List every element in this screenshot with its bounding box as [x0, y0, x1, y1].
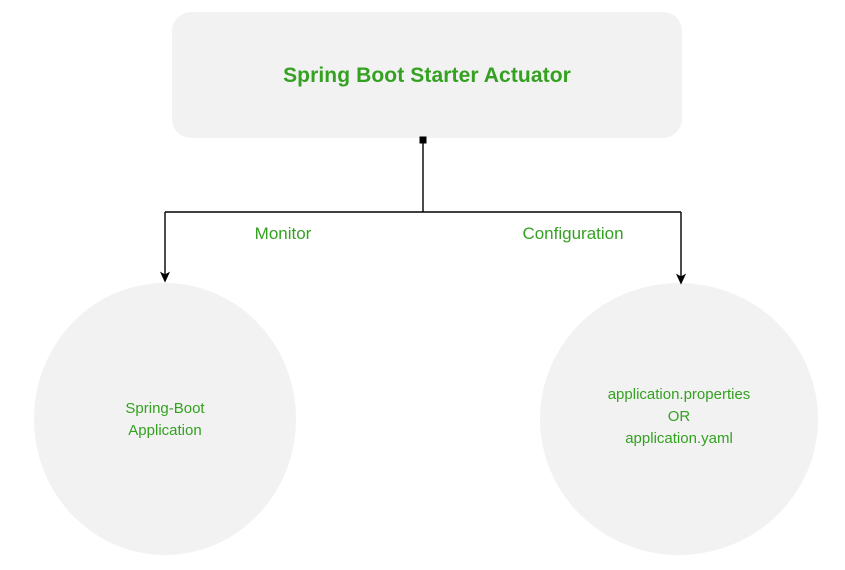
node-right-circle[interactable]: [540, 283, 818, 555]
edge-label-configuration: Configuration: [522, 224, 624, 243]
node-left-circle[interactable]: [34, 283, 296, 555]
connector-junction-dot: [419, 136, 427, 144]
node-root-box[interactable]: [172, 12, 682, 138]
edge-label-monitor: Monitor: [254, 224, 312, 243]
